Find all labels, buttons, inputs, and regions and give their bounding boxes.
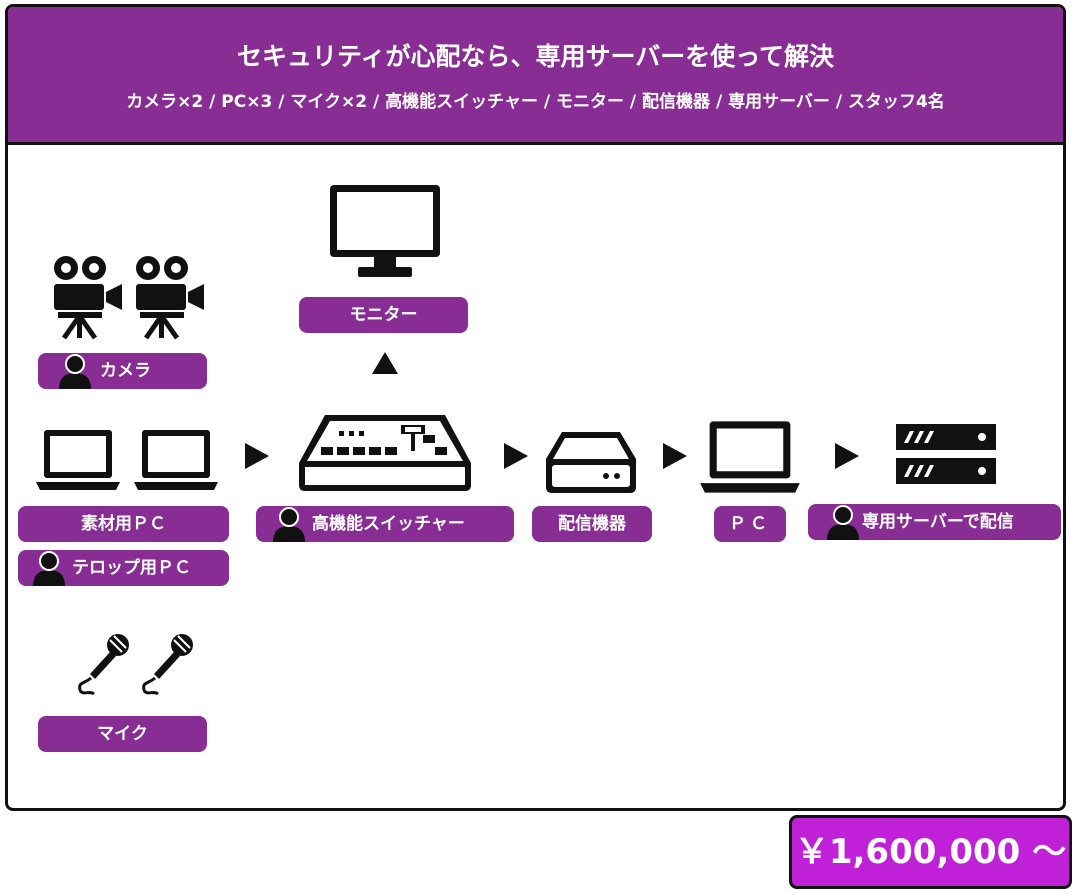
price-badge: ￥1,600,000 〜 xyxy=(789,815,1072,889)
person-icon xyxy=(272,506,306,542)
laptop-icon xyxy=(700,419,800,495)
header-banner: セキュリティが心配なら、専用サーバーを使って解決 カメラ×2 / PC×3 / … xyxy=(8,7,1063,145)
arrow-right-icon xyxy=(504,443,528,469)
arrow-right-icon xyxy=(835,443,859,469)
streaming-device-icon xyxy=(546,432,636,493)
diagram-frame: セキュリティが心配なら、専用サーバーを使って解決 カメラ×2 / PC×3 / … xyxy=(5,4,1066,811)
telop-pc-label: テロップ用ＰＣ xyxy=(18,550,229,586)
camera-label: カメラ xyxy=(38,353,207,389)
switcher-icon xyxy=(299,415,471,491)
monitor-icon xyxy=(330,185,440,277)
equipment-summary: カメラ×2 / PC×3 / マイク×2 / 高機能スイッチャー / モニター … xyxy=(126,92,945,112)
camera-label-text: カメラ xyxy=(100,361,151,381)
mic-label: マイク xyxy=(38,716,207,752)
microphone-icon xyxy=(76,632,132,696)
person-icon xyxy=(826,504,860,540)
server-label-text: 専用サーバーで配信 xyxy=(862,512,1014,532)
person-icon xyxy=(58,353,92,389)
laptop-icon xyxy=(134,428,218,492)
server-label: 専用サーバーで配信 xyxy=(808,504,1061,540)
laptop-icon xyxy=(36,428,120,492)
microphone-icon xyxy=(140,632,196,696)
diagram-title: セキュリティが心配なら、専用サーバーを使って解決 xyxy=(236,42,834,71)
arrow-up-icon xyxy=(372,352,398,374)
person-icon xyxy=(32,550,66,586)
server-icon xyxy=(896,424,996,484)
streaming-device-label: 配信機器 xyxy=(532,506,652,542)
video-camera-icon xyxy=(132,254,208,340)
arrow-right-icon xyxy=(663,443,687,469)
source-pc-label: 素材用ＰＣ xyxy=(18,506,229,542)
pc-label: ＰＣ xyxy=(714,506,786,542)
video-camera-icon xyxy=(50,254,126,340)
monitor-label: モニター xyxy=(299,297,468,333)
switcher-label: 高機能スイッチャー xyxy=(256,506,514,542)
telop-pc-label-text: テロップ用ＰＣ xyxy=(72,558,191,578)
arrow-right-icon xyxy=(245,443,269,469)
switcher-label-text: 高機能スイッチャー xyxy=(312,514,465,534)
